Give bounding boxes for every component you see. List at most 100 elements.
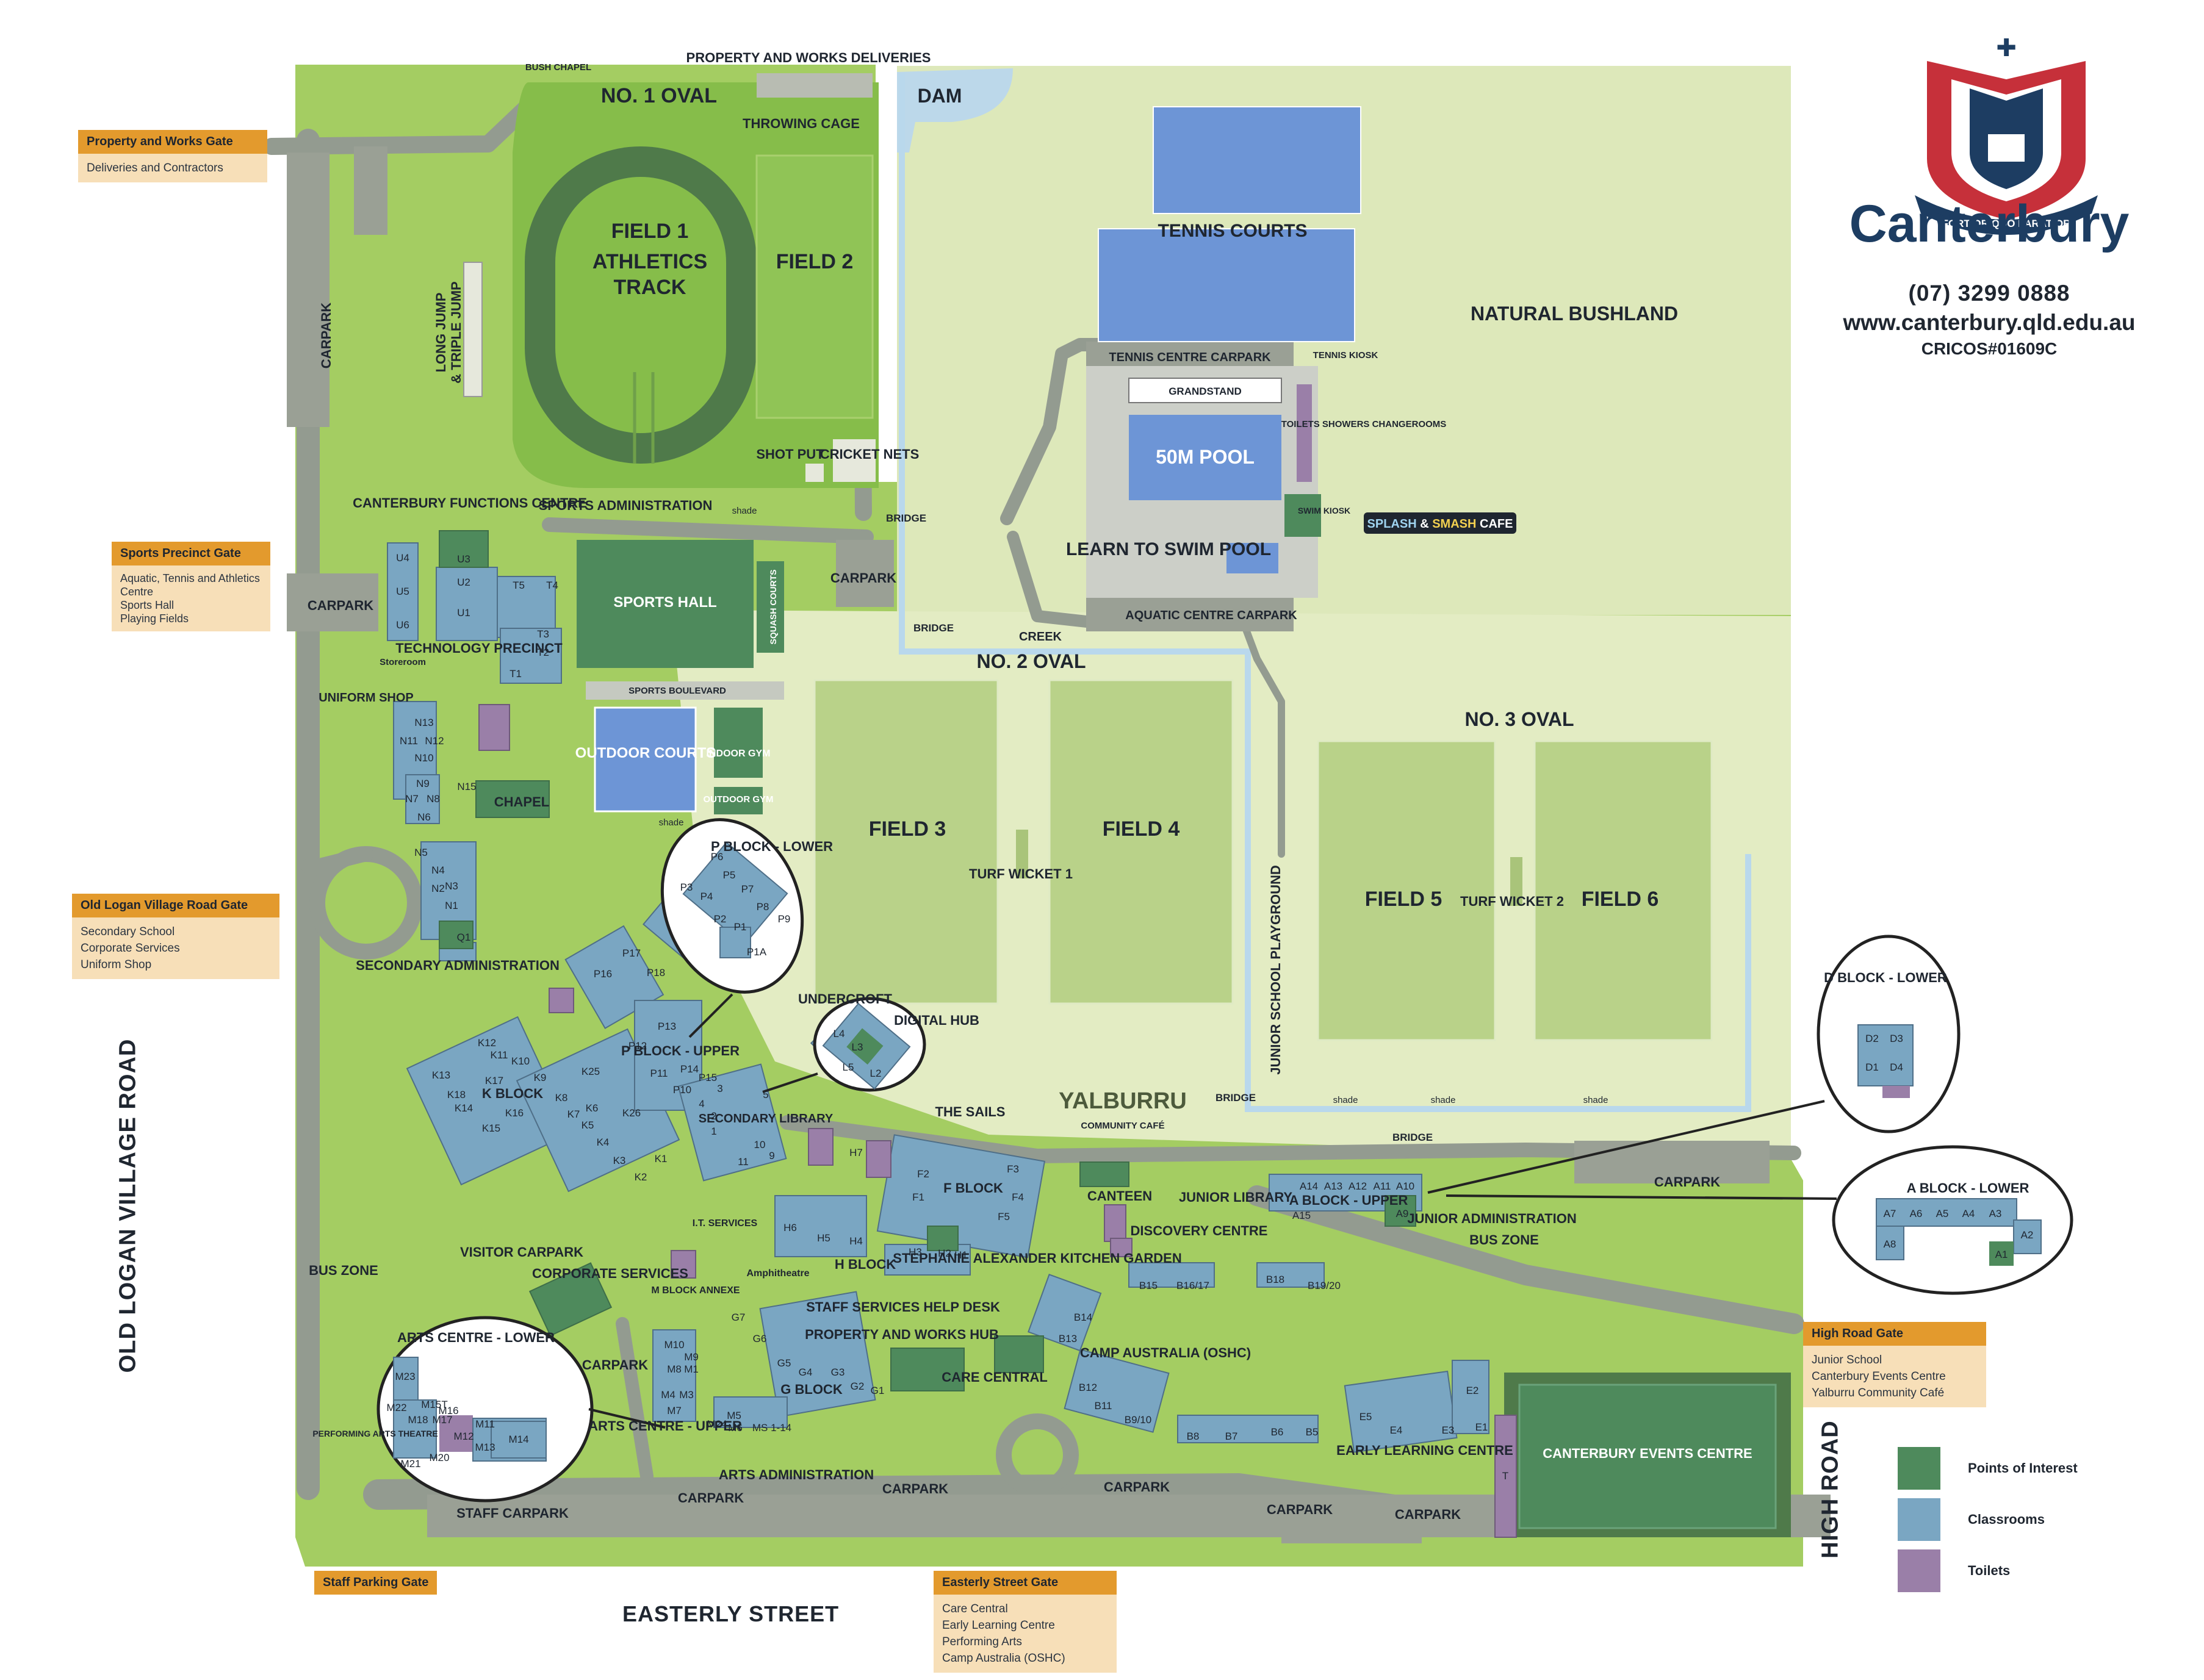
room-u4: U4: [396, 552, 409, 564]
legend-swatch-classrooms: [1898, 1498, 1940, 1541]
label-carpark-s4: CARPARK: [1104, 1479, 1170, 1495]
room-g7: G7: [732, 1312, 746, 1323]
property-works-building: [757, 73, 873, 98]
room-g6: G6: [753, 1333, 767, 1344]
room-p11: P11: [650, 1068, 668, 1079]
room-a10: A10: [1396, 1180, 1414, 1192]
room-num-10: 10: [754, 1139, 766, 1151]
room-num-9: 9: [769, 1150, 774, 1161]
room-p10: P10: [673, 1084, 691, 1096]
outdoor-gym: [714, 787, 763, 814]
room-k4: K4: [597, 1136, 610, 1148]
gate-sports-precinct: Sports Precinct Gate Aquatic, Tennis and…: [112, 542, 270, 631]
indoor-gym: [714, 708, 763, 778]
playing-fields: [813, 679, 1713, 1041]
room-p16: P16: [594, 968, 612, 980]
room-f5: F5: [998, 1211, 1010, 1222]
contact-cricos: CRICOS#01609C: [1921, 339, 2058, 358]
room-u1: U1: [457, 607, 470, 619]
room-l4: L4: [834, 1028, 845, 1039]
legend-swatch-poi: [1898, 1447, 1940, 1490]
room-k17: K17: [485, 1075, 503, 1086]
label-technology-precinct: TECHNOLOGY PRECINCT: [395, 641, 563, 656]
room-k11: K11: [491, 1049, 508, 1061]
athletics-track: [525, 146, 757, 464]
gate-high-road: High Road Gate Junior School Canterbury …: [1803, 1322, 1986, 1407]
label-squash-courts: SQUASH COURTS: [768, 570, 778, 645]
contact-website[interactable]: www.canterbury.qld.edu.au: [1843, 310, 2136, 335]
room-m9: M9: [684, 1351, 699, 1363]
room-t3: T3: [537, 628, 549, 640]
room-m6: M6: [728, 1422, 743, 1434]
room-k10: K10: [511, 1055, 530, 1067]
label-carpark-west-2: CARPARK: [308, 598, 373, 613]
room-l3: L3: [852, 1041, 863, 1053]
room-f2: F2: [917, 1168, 929, 1180]
label-learn-to-swim: LEARN TO SWIM POOL: [1066, 539, 1271, 559]
label-outdoor-courts: OUTDOOR COURTS: [575, 745, 716, 761]
room-p13: P13: [658, 1021, 676, 1032]
room-k5: K5: [582, 1119, 594, 1131]
room-n9: N9: [416, 778, 430, 789]
room-d2: D2: [1865, 1033, 1879, 1044]
label-junior-playground: JUNIOR SCHOOL PLAYGROUND: [1268, 865, 1283, 1075]
label-p-block-upper: P BLOCK - UPPER: [621, 1043, 740, 1058]
events-centre-inner: [1518, 1384, 1777, 1529]
contact-block: (07) 3299 0888 www.canterbury.qld.edu.au…: [1806, 281, 2172, 359]
label-staff-carpark: STAFF CARPARK: [456, 1506, 569, 1521]
label-carpark-s2: CARPARK: [678, 1490, 744, 1506]
room-m16: M16: [438, 1405, 458, 1416]
gate-sports-precinct-details: Aquatic, Tennis and Athletics Centre Spo…: [112, 565, 270, 631]
room-f4: F4: [1012, 1191, 1024, 1203]
room-b7: B7: [1225, 1431, 1238, 1442]
contact-phone[interactable]: (07) 3299 0888: [1908, 281, 2070, 306]
room-n11: N11: [400, 735, 418, 747]
label-carpark-s5: CARPARK: [1267, 1502, 1333, 1517]
room-d1: D1: [1865, 1061, 1879, 1073]
label-carpark-west-1: CARPARK: [319, 303, 334, 368]
gate-old-logan: Old Logan Village Road Gate Secondary Sc…: [72, 894, 279, 979]
label-arts-centre-upper: ARTS CENTRE - UPPER: [588, 1418, 742, 1434]
legend-classrooms: Classrooms: [1898, 1494, 2078, 1545]
label-field1: FIELD 1: [611, 220, 689, 243]
label-bridge-4: BRIDGE: [1392, 1132, 1433, 1143]
room-num-11: 11: [738, 1156, 749, 1168]
room-t2: T2: [537, 647, 549, 658]
room-m20: M20: [429, 1452, 449, 1463]
label-sports-boulevard: SPORTS BOULEVARD: [628, 686, 726, 696]
label-digital-hub: DIGITAL HUB: [894, 1013, 979, 1028]
room-n7: N7: [405, 793, 419, 805]
room-a3: A3: [1989, 1208, 2002, 1219]
room-u5: U5: [396, 586, 409, 597]
room-q1: Q1: [457, 932, 471, 943]
gate-easterly-street: Easterly Street Gate Care Central Early …: [934, 1571, 1117, 1673]
pool-50m: [1129, 415, 1281, 500]
legend-toilets: Toilets: [1898, 1545, 2078, 1596]
label-k-block: K BLOCK: [482, 1086, 543, 1101]
label-amphitheatre: Amphitheatre: [746, 1268, 809, 1279]
gate-high-road-title: High Road Gate: [1803, 1322, 1986, 1346]
gate-old-logan-title: Old Logan Village Road Gate: [72, 894, 279, 917]
room-e5: E5: [1359, 1411, 1372, 1423]
label-secondary-library: SECONDARY LIBRARY: [699, 1112, 834, 1125]
callout-arts-centre-rooms: [393, 1357, 547, 1462]
gate-property-works: Property and Works Gate Deliveries and C…: [78, 130, 267, 182]
label-f-block: F BLOCK: [943, 1180, 1003, 1196]
gate-property-works-details: Deliveries and Contractors: [78, 154, 267, 182]
label-shade-4: shade: [1431, 1095, 1456, 1105]
label-triple-jump: & TRIPLE JUMP: [448, 281, 464, 383]
room-m4: M4: [661, 1389, 675, 1401]
splash-smash-cafe-sign: SPLASH & SMASH CAFE: [1364, 512, 1516, 534]
street-high-road: HIGH ROAD: [1817, 1420, 1843, 1559]
room-m21: M21: [400, 1458, 420, 1470]
label-field6: FIELD 6: [1582, 888, 1659, 911]
label-events-centre: CANTERBURY EVENTS CENTRE: [1543, 1446, 1752, 1461]
label-performing-arts: PERFORMING ARTS THEATRE: [312, 1429, 438, 1438]
room-k14: K14: [455, 1102, 473, 1114]
room-a11: A11: [1374, 1180, 1391, 1192]
label-no2-oval: NO. 2 OVAL: [977, 650, 1086, 672]
long-jump-pit: [463, 262, 483, 397]
room-n8: N8: [427, 793, 440, 805]
label-no3-oval: NO. 3 OVAL: [1465, 708, 1574, 730]
room-b6: B6: [1271, 1426, 1284, 1438]
